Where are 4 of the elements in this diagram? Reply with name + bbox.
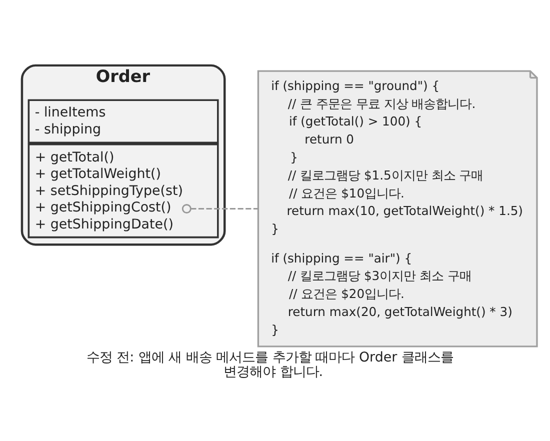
node-box: - lineItems - shipping bbox=[28, 99, 219, 144]
caption: 수정 전: 앱에 새 배송 메서드를 추가할 때마다 Order 클래스를 변경해야 합니다. bbox=[86, 350, 454, 380]
node-box: + getTotal() + getTotalWeight() + setShippingType(st) + getShippingCost() + getShippingDate() bbox=[28, 143, 219, 238]
connector bbox=[182, 204, 258, 214]
